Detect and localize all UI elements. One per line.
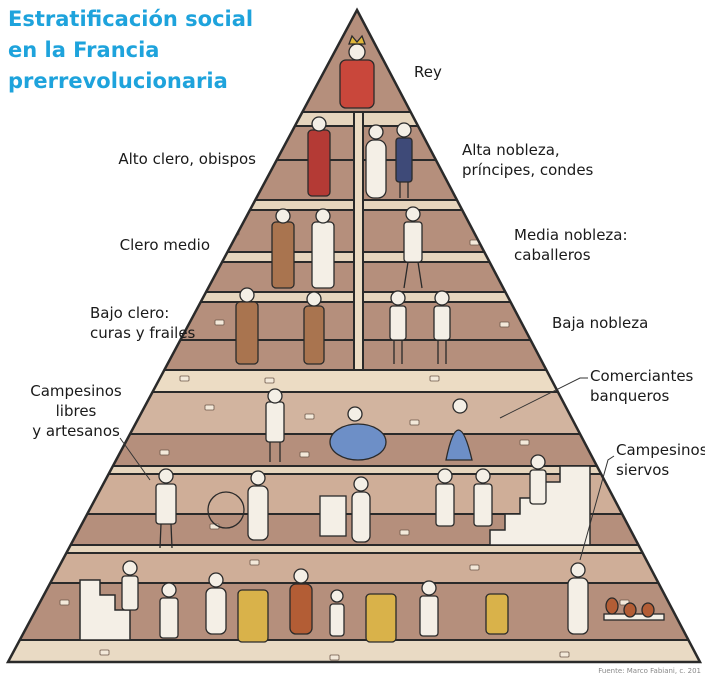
title-line-3: prerrevolucionaria [8,69,228,93]
merchants-figures [265,388,473,462]
label-comerciantes-line-1: Comerciantes [590,367,694,385]
label-baja-nobleza: Baja nobleza [552,314,649,332]
label-media-nobleza: Media nobleza: caballeros [514,225,628,265]
low-nobility-figures [389,290,451,364]
middle-nobility-figure [403,206,423,289]
middle-clergy-figures [271,208,335,289]
label-media-nobleza-line-2: caballeros [514,246,591,264]
title-line-1: Estratificación social [8,7,254,31]
free-peasants-artisans-figures [155,454,547,549]
serf-figures [121,560,665,643]
label-clero-medio: Clero medio [119,236,210,254]
pyramid-outline [5,7,703,664]
low-clergy-figures [235,287,325,365]
label-alta-nobleza-line-1: Alta nobleza, [462,141,560,159]
label-siervos-line-2: siervos [616,461,670,479]
label-alta-nobleza-line-2: príncipes, condes [462,161,594,179]
king-figure [339,34,375,109]
label-campesinos-siervos: Campesinos siervos [616,440,705,480]
diagram-title: Estratificación social en la Francia pre… [8,4,258,97]
high-clergy-figure [307,116,331,197]
label-comerciantes-line-2: banqueros [590,387,670,405]
label-alta-nobleza: Alta nobleza, príncipes, condes [462,140,593,180]
label-siervos-line-1: Campesinos [616,441,705,459]
label-bajo-clero-line-2: curas y frailes [90,324,196,342]
high-nobility-figures [365,122,413,199]
label-rey: Rey [414,63,442,81]
clergy-nobility-divider [353,111,364,371]
label-bajo-clero-line-1: Bajo clero: [90,304,170,322]
staircases [79,465,591,641]
label-campesinos-libres-line-1: Campesinos [30,382,122,400]
label-campesinos-libres-line-3: y artesanos [32,422,120,440]
label-media-nobleza-line-1: Media nobleza: [514,226,628,244]
leader-lines [119,377,615,561]
label-bajo-clero: Bajo clero: curas y frailes [90,303,195,343]
label-campesinos-libres: Campesinos libres y artesanos [16,381,136,441]
label-alto-clero: Alto clero, obispos [118,150,256,168]
figures [121,34,665,643]
title-line-2: en la Francia [8,38,160,62]
label-comerciantes: Comerciantes banqueros [590,366,693,406]
label-campesinos-libres-line-2: libres [55,402,97,420]
source-credit: Fuente: Marco Fabiani, c. 201 [598,667,701,675]
